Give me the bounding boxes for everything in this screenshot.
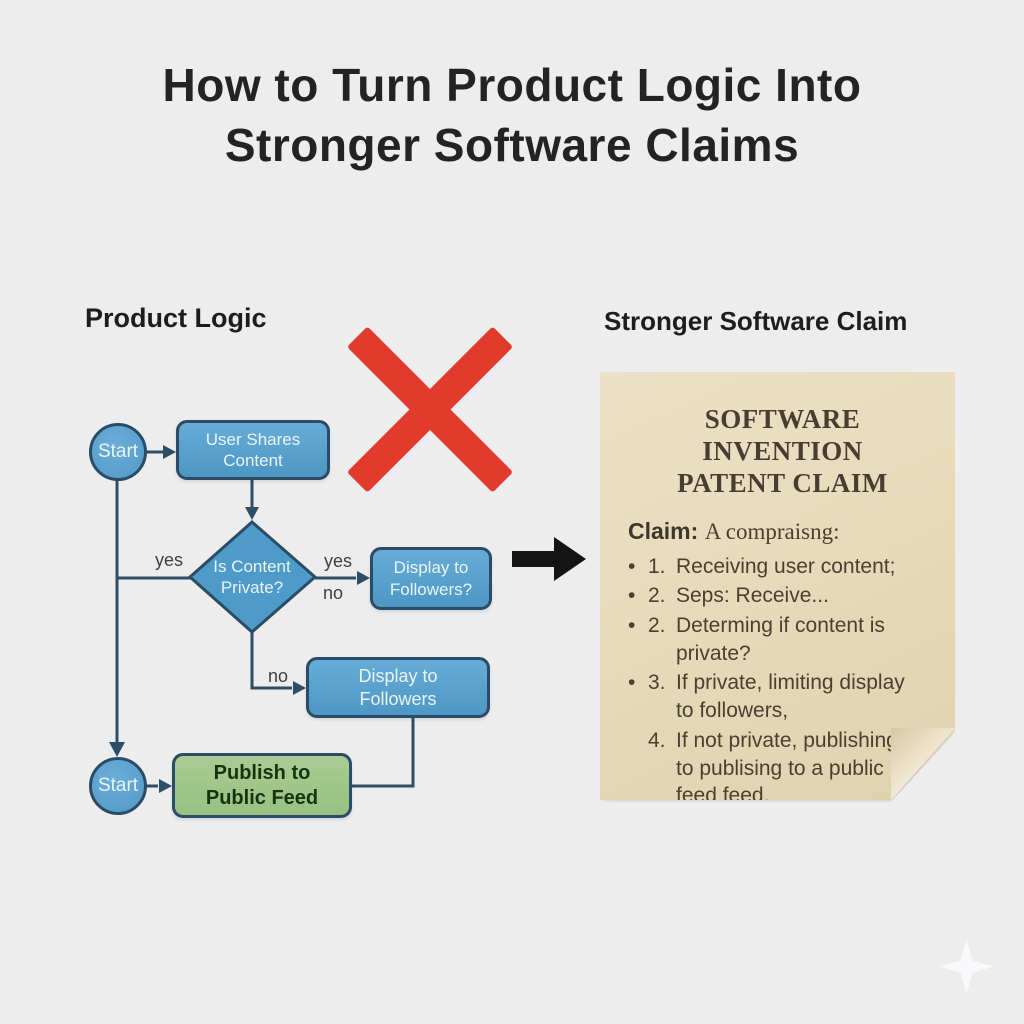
right-section-heading: Stronger Software Claim [604, 306, 908, 336]
display-to-followers-q-label: Display to Followers? [389, 558, 473, 599]
bullet-dot [628, 727, 648, 810]
user-shares-content-node: User Shares Content [176, 420, 330, 480]
step-number: 2. [648, 584, 666, 608]
arrowhead [245, 507, 259, 520]
step-number: 2. [648, 614, 666, 638]
page-title-line1: How to Turn Product Logic Into [162, 59, 862, 111]
document-title: SOFTWARE INVENTION PATENT CLAIM [628, 404, 937, 500]
left-section-heading: Product Logic [85, 303, 267, 333]
step-text: Determing if content is private? [676, 614, 885, 665]
claim-intro-line: Claim: A compraisng: [628, 518, 937, 545]
step-text: Seps: Receive... [676, 584, 829, 608]
bullet-dot: • [628, 584, 636, 608]
step-number: 1. [648, 554, 666, 578]
user-shares-content-label: User Shares Content [205, 429, 301, 470]
edge-decision-no-down [250, 632, 292, 690]
page-title-line2: Stronger Software Claims [224, 118, 800, 171]
step-text: If private, limiting display to follower… [676, 671, 905, 723]
start-node-top-label: Start [97, 441, 139, 463]
edge-label-yes-left: yes [155, 550, 184, 570]
step-number: 3. [648, 671, 666, 695]
arrowhead [293, 681, 306, 695]
claim-intro-text: A compraisng: [704, 518, 840, 544]
arrowhead [109, 742, 125, 757]
bullet-dot: • [628, 554, 636, 578]
claim-step-item: 4. If not private, publishing to publisi… [628, 727, 937, 810]
arrowhead [163, 445, 176, 459]
edge-label-no-right: no [323, 583, 344, 603]
claim-step-item: • 2. Determing if content is private? [628, 612, 937, 667]
arrowhead [357, 571, 370, 585]
bullet-dot: • [628, 671, 636, 695]
document-title-line2: PATENT CLAIM [677, 467, 888, 498]
start-node-bottom: Start [89, 757, 147, 815]
publish-public-feed-label: Publish to Public Feed [205, 761, 319, 809]
decision-diamond-shape [187, 520, 318, 634]
display-to-followers-q-node: Display to Followers? [370, 547, 492, 610]
edge-label-yes-right: yes [324, 551, 353, 571]
step-number: 4. [648, 728, 666, 752]
claim-step-item: • 2. Seps: Receive... [628, 582, 937, 610]
start-node-top: Start [89, 423, 147, 481]
document-title-line1: SOFTWARE INVENTION [702, 404, 863, 466]
display-to-followers-label: Display to Followers [358, 666, 438, 709]
arrowhead [159, 779, 172, 793]
start-node-bottom-label: Start [97, 775, 139, 797]
edge-display-to-publish [352, 718, 415, 788]
claim-steps-list: • 1. Receiving user content; • 2. Seps: … [628, 553, 937, 810]
claim-label: Claim: [628, 517, 699, 544]
page-title: How to Turn Product Logic Into Stronger … [0, 56, 1024, 176]
step-text: If not private, publishing to publising … [676, 728, 898, 808]
display-to-followers-node: Display to Followers [306, 657, 490, 718]
claim-step-item: • 3. If private, limiting display to fol… [628, 669, 937, 724]
edge-label-no-bottom: no [268, 666, 289, 686]
step-text: Receiving user content; [676, 554, 896, 578]
claim-step-item: • 1. Receiving user content; [628, 553, 937, 581]
bullet-dot: • [628, 614, 636, 638]
publish-public-feed-node: Publish to Public Feed [172, 753, 352, 818]
